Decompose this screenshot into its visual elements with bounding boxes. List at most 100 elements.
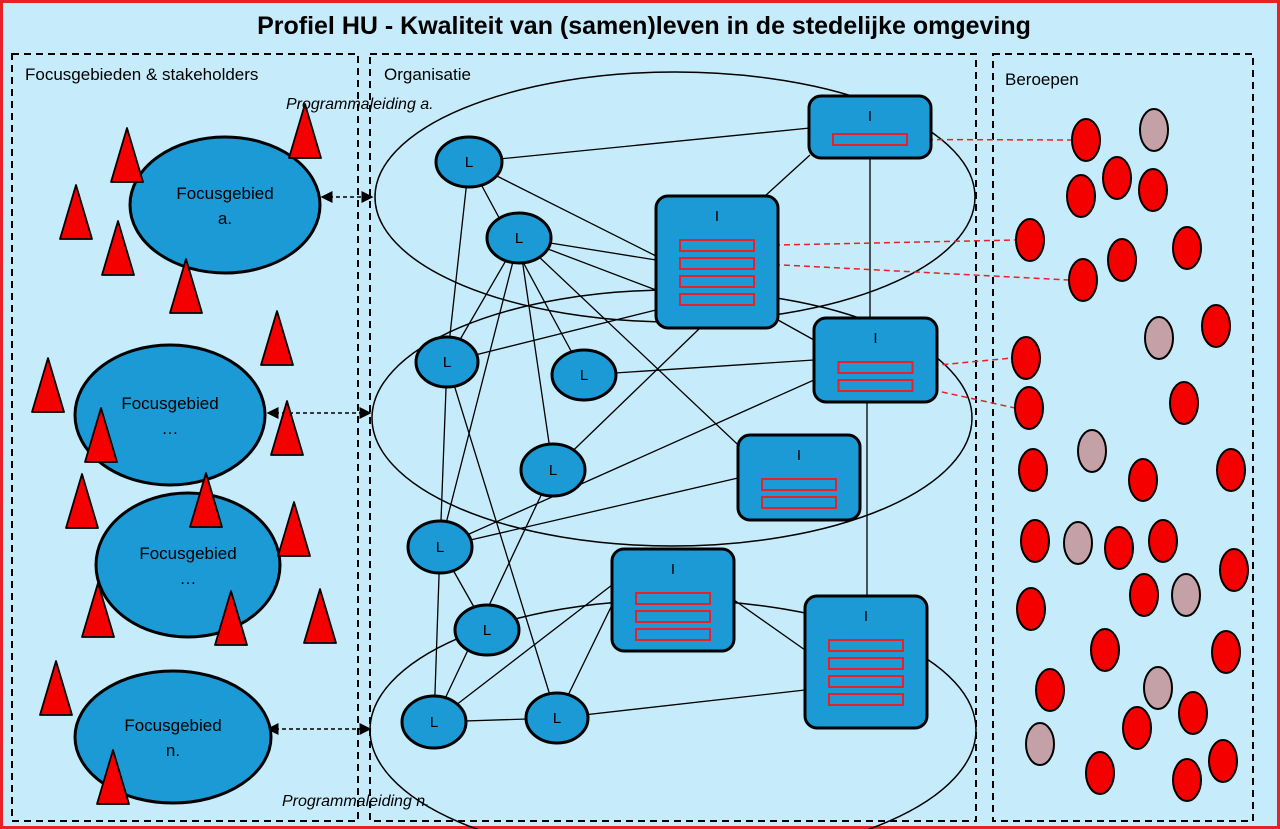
institute-programme-bar bbox=[635, 610, 711, 623]
profession-node bbox=[1138, 168, 1168, 212]
institute-programme-bar bbox=[635, 592, 711, 605]
institute-programme-bar bbox=[828, 657, 904, 670]
focus-area-name: Focusgebied bbox=[121, 394, 218, 413]
profession-node-muted bbox=[1025, 722, 1055, 766]
connection-line bbox=[439, 361, 448, 548]
focus-area-ellipse bbox=[128, 135, 322, 275]
profession-node bbox=[1172, 758, 1202, 802]
lectorate-label: L bbox=[483, 622, 491, 639]
lectorate-label: L bbox=[580, 367, 588, 384]
stakeholder-triangle-icon bbox=[65, 473, 99, 529]
connection-line bbox=[777, 319, 815, 341]
lectorate-node bbox=[434, 135, 504, 189]
profession-link bbox=[912, 357, 1013, 369]
stakeholders bbox=[31, 103, 337, 805]
connection-line bbox=[433, 469, 554, 723]
institute-label: I bbox=[715, 208, 719, 225]
connection-line bbox=[583, 359, 815, 376]
lectorate-label: L bbox=[515, 230, 523, 247]
lectorate-node bbox=[524, 691, 590, 745]
stakeholder-triangle-icon bbox=[288, 103, 322, 159]
stakeholder-triangle-icon bbox=[214, 590, 248, 646]
lectorate-label: L bbox=[436, 539, 444, 556]
profession-node bbox=[1122, 706, 1152, 750]
institute-programme-bar bbox=[828, 693, 904, 706]
institute-programme-bar bbox=[828, 675, 904, 688]
connection-line bbox=[439, 379, 815, 548]
connection-line bbox=[468, 161, 657, 257]
profession-node bbox=[1090, 628, 1120, 672]
connection-line bbox=[468, 161, 585, 376]
stakeholder-triangle-icon bbox=[101, 220, 135, 276]
stakeholder-triangle-icon bbox=[96, 749, 130, 805]
focus-area-name: Focusgebied bbox=[139, 544, 236, 563]
lectorate-node bbox=[485, 211, 553, 265]
lectorate-label: L bbox=[549, 462, 557, 479]
profession-node-muted bbox=[1144, 316, 1174, 360]
professions bbox=[1011, 108, 1249, 802]
institute-programme-bar bbox=[837, 361, 914, 374]
connection-line bbox=[439, 237, 520, 548]
lectorate-label: L bbox=[465, 154, 473, 171]
profession-links bbox=[753, 138, 1073, 409]
lectorate-label: L bbox=[553, 710, 561, 727]
profession-node bbox=[1018, 448, 1048, 492]
profession-node-muted bbox=[1143, 666, 1173, 710]
stakeholder-triangle-icon bbox=[39, 660, 73, 716]
institute-label: I bbox=[797, 447, 801, 464]
profession-node bbox=[1011, 336, 1041, 380]
stakeholder-triangle-icon bbox=[81, 582, 115, 638]
institute-label: I bbox=[671, 561, 675, 578]
lectorate-node bbox=[406, 519, 474, 575]
institute-node bbox=[610, 547, 736, 653]
connection-line bbox=[468, 127, 811, 163]
organisation-panel-title: Organisatie bbox=[384, 65, 471, 84]
lectorate-node bbox=[414, 335, 480, 389]
focus-area-index: … bbox=[180, 569, 197, 588]
diagram-title: Profiel HU - Kwaliteit van (samen)leven … bbox=[257, 12, 1031, 40]
professions-panel-title: Beroepen bbox=[1005, 70, 1079, 89]
profession-node bbox=[1066, 174, 1096, 218]
stakeholder-triangle-icon bbox=[260, 310, 294, 366]
profession-node bbox=[1219, 548, 1249, 592]
profession-node bbox=[1014, 386, 1044, 430]
lectorate-node bbox=[519, 442, 587, 498]
connection-line bbox=[764, 154, 811, 197]
organisation-connections bbox=[433, 127, 871, 723]
profession-node bbox=[1068, 258, 1098, 302]
profession-node bbox=[1015, 218, 1045, 262]
stakeholder-triangle-icon bbox=[110, 127, 144, 183]
focus-area-index: … bbox=[162, 419, 179, 438]
institute-node bbox=[736, 433, 862, 522]
lectorate-node bbox=[453, 603, 521, 657]
institute-programme-bar bbox=[679, 293, 755, 306]
institute-programme-bar bbox=[679, 239, 755, 252]
profession-node-muted bbox=[1063, 521, 1093, 565]
focus-panel-title: Focusgebieden & stakeholders bbox=[25, 65, 258, 84]
institute-programme-bar bbox=[837, 379, 914, 392]
focus-area-index: n. bbox=[166, 741, 180, 760]
stakeholder-triangle-icon bbox=[189, 472, 223, 528]
profession-node bbox=[1178, 691, 1208, 735]
institute-programme-bar bbox=[679, 257, 755, 270]
profession-node bbox=[1216, 448, 1246, 492]
focus-areas: Focusgebieda.Focusgebied…Focusgebied…Foc… bbox=[73, 135, 322, 805]
connection-line bbox=[518, 237, 554, 471]
focus-area-ellipse bbox=[73, 343, 267, 487]
connection-line bbox=[439, 477, 739, 548]
stakeholder-triangle-icon bbox=[277, 501, 311, 557]
connection-line bbox=[518, 237, 771, 476]
profession-node-muted bbox=[1139, 108, 1169, 152]
lectorate-label: L bbox=[443, 354, 451, 371]
connection-line bbox=[446, 361, 558, 719]
stakeholder-triangle-icon bbox=[31, 357, 65, 413]
profession-node bbox=[1128, 458, 1158, 502]
institute-programme-bar bbox=[761, 478, 837, 491]
profession-node bbox=[1208, 739, 1238, 783]
profession-node bbox=[1016, 587, 1046, 631]
profession-node bbox=[1071, 118, 1101, 162]
profession-node bbox=[1020, 519, 1050, 563]
organisation-panel bbox=[369, 53, 977, 822]
institute-label: I bbox=[864, 608, 868, 625]
